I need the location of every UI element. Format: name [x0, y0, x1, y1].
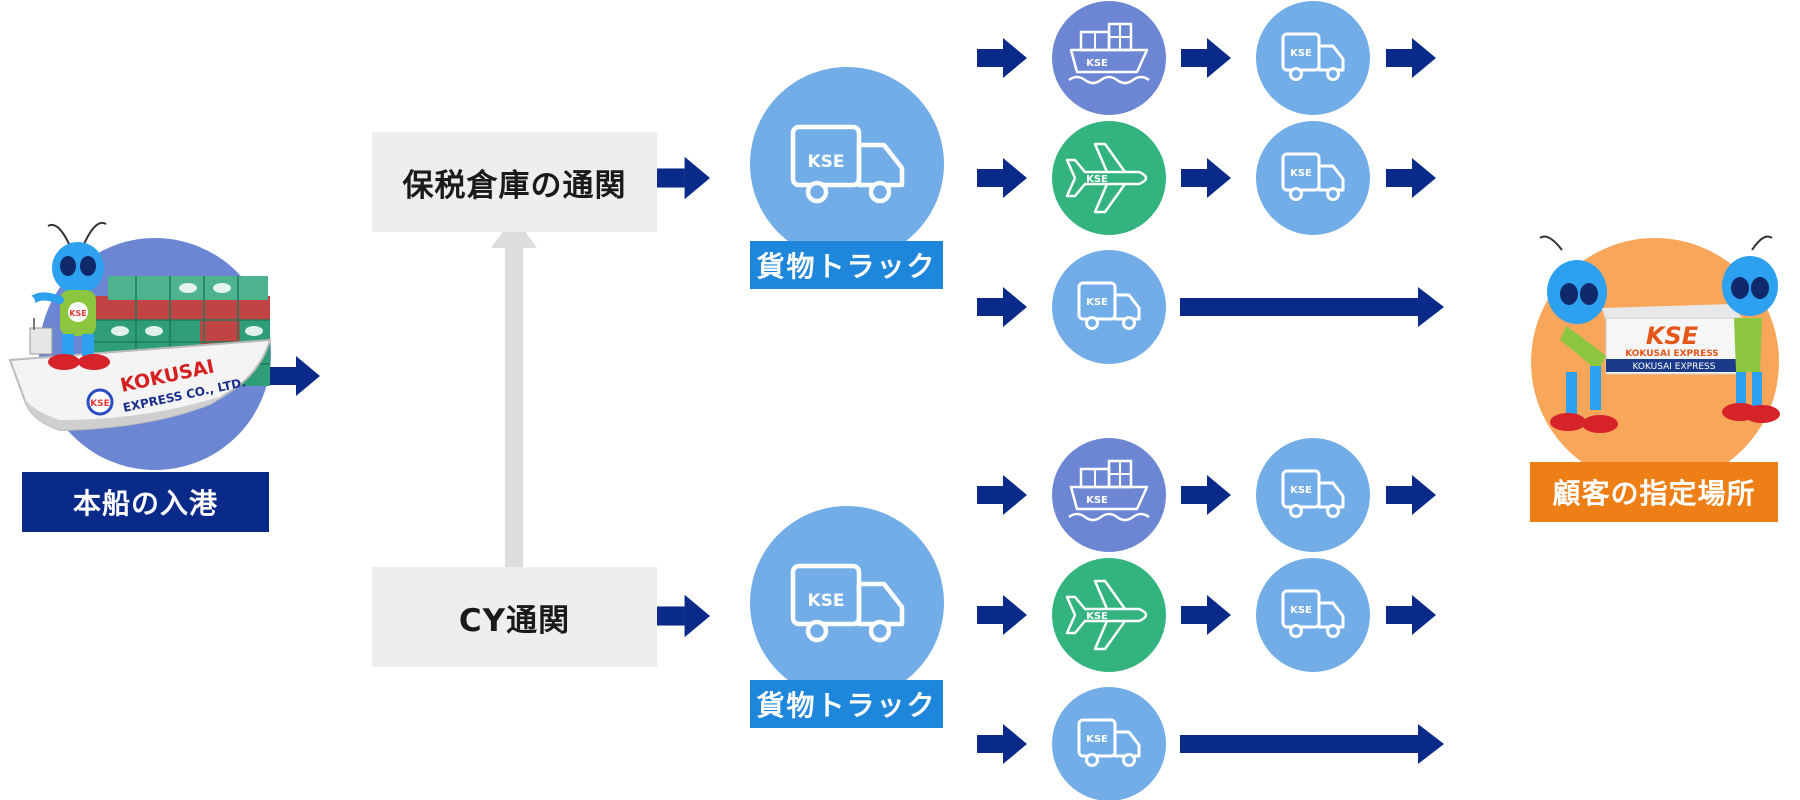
cargo-ship-icon: KSE KOKUSAI EXPRESS CO., LTD. [8, 276, 272, 432]
freight-truck-label-top: 貨物トラック [750, 241, 943, 289]
kse-text: KSE [1290, 485, 1312, 496]
bottom-delivery-truck-icon-0: KSE [1256, 438, 1370, 552]
arrow-top-1-mid [1181, 158, 1231, 198]
bottom-delivery-truck-icon-1: KSE [1256, 558, 1370, 672]
arrow-bottom-2-long [1180, 724, 1444, 764]
box-band-text: KOKUSAI EXPRESS [1633, 362, 1716, 372]
arrow-top-0-in [977, 38, 1027, 78]
mascot-left-icon [1539, 235, 1618, 433]
arrow-bottom-1-in [977, 595, 1027, 635]
arrow-bottom-1-out [1386, 595, 1436, 635]
svg-text:KSE: KSE [69, 309, 86, 318]
top-delivery-truck-icon-0: KSE [1256, 1, 1370, 115]
mascot-right-icon [1722, 235, 1780, 423]
arrow-top-1-in [977, 158, 1027, 198]
kse-text: KSE [1086, 174, 1108, 185]
top-ship-icon: KSE [1052, 1, 1166, 115]
arrow-top-2-in [977, 287, 1027, 327]
kse-text: KSE [1290, 605, 1312, 616]
arrow-top-0-out [1386, 38, 1436, 78]
bottom-direct-truck-icon: KSE [1052, 687, 1166, 800]
routes: KSE KSE KSE KSE KSE KSE KSE KSE KSE KSE [977, 1, 1444, 800]
arrow-top-0-mid [1181, 38, 1231, 78]
destination-label: 顧客の指定場所 [1530, 462, 1778, 522]
kse-text: KSE [1086, 297, 1108, 308]
freight-truck-label-bottom: 貨物トラック [750, 680, 943, 728]
arrow-top-2-long [1180, 287, 1444, 327]
arrow-bottom-0-mid [1181, 475, 1231, 515]
arrow-top-1-out [1386, 158, 1436, 198]
top-direct-truck-icon: KSE [1052, 250, 1166, 364]
top-delivery-truck-icon-1: KSE [1256, 121, 1370, 235]
kse-text: KSE [1086, 495, 1108, 506]
arrow-origin [270, 356, 320, 396]
top-plane-icon: KSE [1052, 121, 1166, 235]
truck-logo-text: KSE [807, 152, 844, 172]
kse-text: KSE [1290, 48, 1312, 59]
kse-text: KSE [1086, 611, 1108, 622]
cy-customs-box: CY通関 [372, 567, 657, 667]
arrow-bottom-0-out [1386, 475, 1436, 515]
box-logo-text: KSE [1646, 322, 1699, 350]
arrow-bottom-0-in [977, 475, 1027, 515]
origin-label: 本船の入港 [22, 472, 269, 532]
kse-text: KSE [1086, 58, 1108, 69]
svg-text:KSE: KSE [90, 399, 110, 409]
arrow-bottom-2-in [977, 724, 1027, 764]
truck-logo-text: KSE [807, 591, 844, 611]
box-company-text: KOKUSAI EXPRESS [1625, 349, 1719, 359]
bonded-customs-box: 保税倉庫の通関 [372, 132, 657, 232]
up-arrow [491, 216, 537, 568]
arrow-cy-to-truck [657, 594, 710, 638]
mascot-icon: KSE [21, 222, 110, 370]
cargo-box-icon: KSE KOKUSAI EXPRESS KOKUSAI EXPRESS [1602, 304, 1743, 375]
freight-truck-icon-top: KSE [750, 67, 944, 261]
arrow-bottom-1-mid [1181, 595, 1231, 635]
kse-text: KSE [1290, 168, 1312, 179]
arrow-bonded-to-truck [657, 156, 710, 200]
bottom-ship-icon: KSE [1052, 438, 1166, 552]
origin-illustration: KSE KOKUSAI EXPRESS CO., LTD. KSE [8, 222, 272, 470]
freight-truck-icon-bottom: KSE [750, 506, 944, 700]
destination-illustration: KSE KOKUSAI EXPRESS KOKUSAI EXPRESS [1531, 235, 1780, 486]
kse-text: KSE [1086, 734, 1108, 745]
bottom-plane-icon: KSE [1052, 558, 1166, 672]
